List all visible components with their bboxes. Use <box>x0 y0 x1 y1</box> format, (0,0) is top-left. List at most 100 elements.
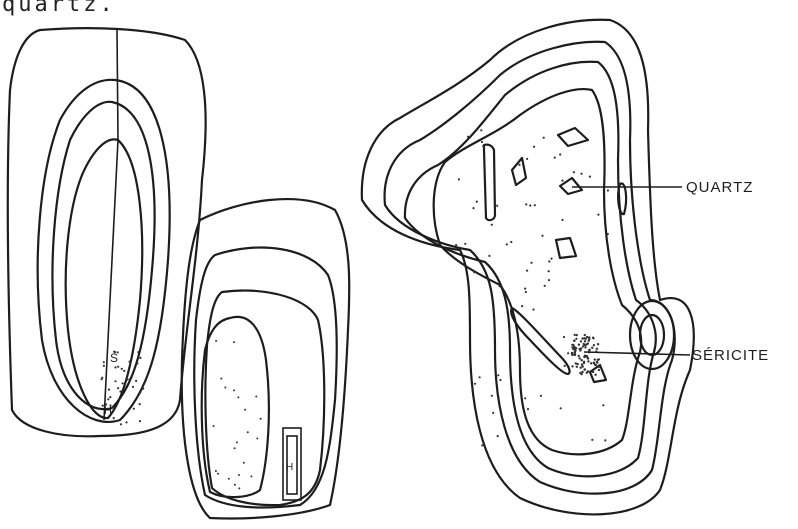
stipple-dot <box>107 398 109 400</box>
stipple-dot <box>103 365 105 367</box>
grain-middle-dots <box>213 340 262 490</box>
stipple-dot <box>585 343 587 345</box>
stipple-dot <box>132 386 134 388</box>
stipple-dot <box>581 337 583 339</box>
stipple-dot <box>243 462 245 464</box>
stipple-dot <box>133 408 135 410</box>
stipple-dot <box>474 383 476 385</box>
stipple-dot <box>137 351 139 353</box>
stipple-dot <box>472 207 474 209</box>
stipple-dot <box>479 376 481 378</box>
stipple-dot <box>588 340 590 342</box>
stipple-dot <box>244 409 246 411</box>
stipple-dot <box>596 361 598 363</box>
stipple-dot <box>554 157 556 159</box>
stipple-dot <box>574 347 576 349</box>
stipple-dot <box>571 365 573 367</box>
stipple-dot <box>544 285 546 287</box>
stipple-dot <box>573 171 575 173</box>
grain-middle-q-mark: H <box>286 462 294 473</box>
stipple-dot <box>101 378 103 380</box>
stipple-dot <box>548 279 550 281</box>
stipple-dot <box>128 378 130 380</box>
stipple-dot <box>491 395 493 397</box>
stipple-dot <box>591 347 593 349</box>
stipple-dot <box>105 403 107 405</box>
stipple-dot <box>117 366 119 368</box>
stipple-dot <box>594 374 596 376</box>
stipple-dot <box>109 396 111 398</box>
stipple-dot <box>534 204 536 206</box>
stipple-dot <box>233 389 235 391</box>
stipple-dot <box>217 473 219 475</box>
stipple-dot <box>526 270 528 272</box>
stipple-dot <box>582 345 584 347</box>
quartz-label: QUARTZ <box>686 179 753 196</box>
stipple-dot <box>103 361 105 363</box>
stipple-dot <box>224 387 226 389</box>
stipple-dot <box>129 362 131 364</box>
stipple-dot <box>236 441 238 443</box>
stipple-dot <box>586 372 588 374</box>
stipple-dot <box>563 336 565 338</box>
stipple-dot <box>220 378 222 380</box>
stipple-dot <box>488 255 490 257</box>
stipple-dot <box>593 362 595 364</box>
stipple-dot <box>587 357 589 359</box>
stipple-dot <box>550 258 552 260</box>
stipple-dot <box>582 365 584 367</box>
stipple-dot <box>567 352 569 354</box>
stipple-dot <box>559 153 561 155</box>
stipple-dot <box>592 371 594 373</box>
grain-right-dots <box>455 129 609 446</box>
stipple-dot <box>530 262 532 264</box>
stipple-dot <box>464 243 466 245</box>
stipple-dot <box>136 362 138 364</box>
stipple-dot <box>496 205 498 207</box>
stipple-dot <box>525 291 527 293</box>
stipple-dot <box>607 233 609 235</box>
grain-right-outline <box>362 20 694 515</box>
stipple-dot <box>234 447 236 449</box>
stipple-dot <box>481 141 483 143</box>
inclusion-small-3 <box>556 238 576 258</box>
stipple-dot <box>139 403 141 405</box>
stipple-dot <box>122 382 124 384</box>
stipple-dot <box>518 164 520 166</box>
sericite-cluster <box>571 334 600 376</box>
stipple-dot <box>524 288 526 290</box>
stipple-dot <box>497 435 499 437</box>
zoned-grain-left: S H <box>8 28 206 436</box>
stipple-dot <box>572 354 574 356</box>
stipple-dot <box>521 305 523 307</box>
rod-inclusion <box>484 145 495 220</box>
stipple-dot <box>228 478 230 480</box>
stipple-dot <box>250 475 252 477</box>
stipple-dot <box>234 484 236 486</box>
stipple-dot <box>510 241 512 243</box>
stipple-dot <box>595 364 597 366</box>
stipple-dot <box>588 336 590 338</box>
stipple-dot <box>548 260 550 262</box>
zoned-grain-middle: H <box>182 199 350 518</box>
stipple-dot <box>576 366 578 368</box>
stipple-dot <box>585 338 587 340</box>
stipple-dot <box>260 418 262 420</box>
stipple-dot <box>571 346 573 348</box>
stipple-dot <box>597 214 599 216</box>
stipple-dot <box>237 396 239 398</box>
stipple-dot <box>583 362 585 364</box>
stipple-dot <box>584 368 586 370</box>
stipple-dot <box>125 421 127 423</box>
stipple-dot <box>578 355 580 357</box>
stipple-dot <box>594 358 596 360</box>
stipple-dot <box>576 334 578 336</box>
stipple-dot <box>109 404 111 406</box>
stipple-dot <box>499 285 501 287</box>
stipple-dot <box>117 387 119 389</box>
stipple-dot <box>506 243 508 245</box>
grain-middle-core <box>202 317 269 497</box>
stipple-dot <box>142 388 144 390</box>
stipple-dot <box>533 146 535 148</box>
